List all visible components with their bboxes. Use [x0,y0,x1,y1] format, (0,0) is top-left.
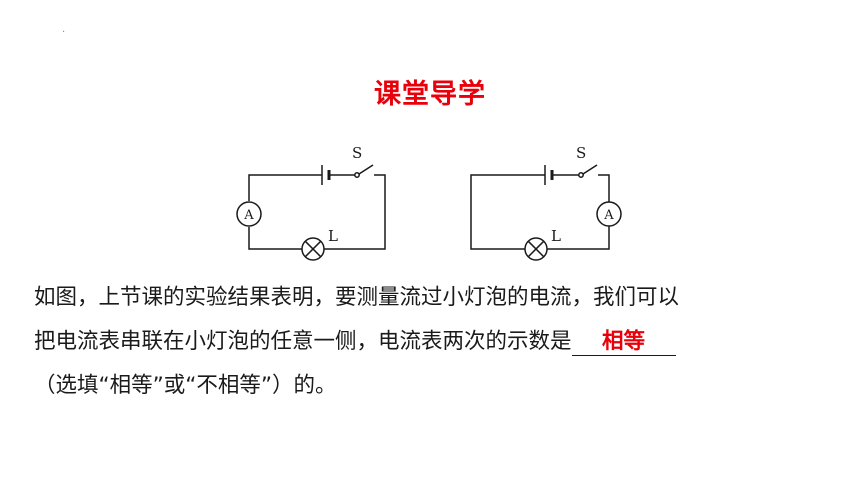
circuit-left-ammeter-label: A [243,208,254,223]
circuit-right-ammeter-label: A [603,208,614,223]
circuit-diagrams: S L A S L A [236,144,622,261]
circuit-right-lamp-cross-b [527,240,545,258]
circuit-right [470,164,622,261]
question-line-2-text: 把电流表串联在小灯泡的任意一侧，电流表两次的示数是 [34,329,572,354]
corner-dot-mark: . [62,24,66,35]
question-paragraph: 如图，上节课的实验结果表明，要测量流过小灯泡的电流，我们可以 把电流表串联在小灯… [34,276,834,408]
answer-blank: 相等 [571,329,676,356]
circuit-right-ammeter-icon [596,201,622,227]
circuit-left-switch-label: S [352,144,362,162]
circuit-right-switch-pivot [578,172,584,178]
circuit-right-switch-label: S [576,144,586,162]
question-line-2: 把电流表串联在小灯泡的任意一侧，电流表两次的示数是相等 [34,320,834,364]
circuit-right-wire [470,174,610,250]
circuit-right-lamp-label: L [551,227,561,245]
circuit-left-lamp-label: L [328,227,338,245]
circuit-left-lamp-cross-b [304,240,322,258]
circuit-left-ammeter-icon [236,201,262,227]
circuit-left-switch-pivot [354,172,360,178]
circuit-right-switch-blade [582,164,598,175]
circuit-left-wire [248,174,386,250]
question-line-1: 如图，上节课的实验结果表明，要测量流过小灯泡的电流，我们可以 [34,285,680,310]
circuit-left [236,164,386,261]
page-title: 课堂导学 [374,79,486,110]
circuit-left-switch-blade [358,164,374,175]
question-line-3: （选填“相等”或“不相等”）的。 [34,373,337,398]
